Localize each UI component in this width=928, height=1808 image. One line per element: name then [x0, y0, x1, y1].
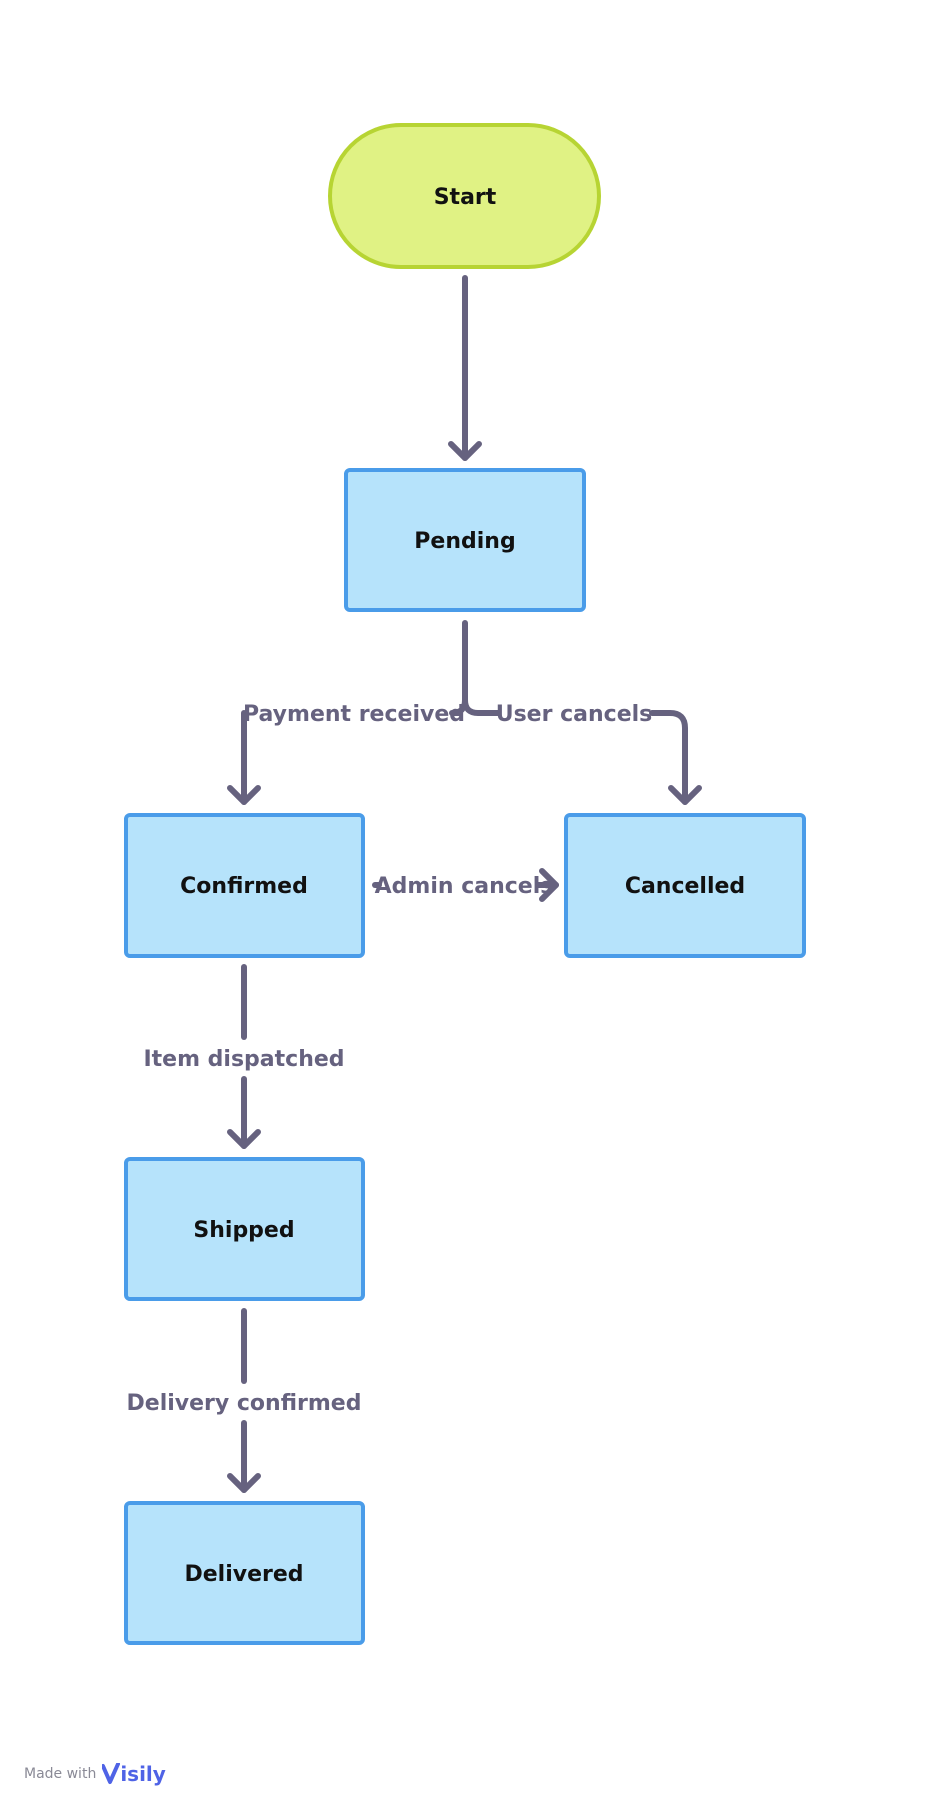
edge-pending-to-cancelled: User cancels — [462, 697, 702, 805]
edge-label-payment-received: Payment received — [243, 702, 465, 727]
made-with-footer[interactable]: Made with isily — [24, 1762, 166, 1786]
node-start[interactable]: Start — [328, 123, 601, 269]
edge-label-item-dispatched: Item dispatched — [143, 1047, 344, 1072]
node-label-start: Start — [434, 185, 497, 210]
brand-logo: isily — [102, 1762, 166, 1786]
brand-name: isily — [120, 1762, 166, 1786]
node-label-confirmed: Confirmed — [180, 874, 308, 899]
edge-confirmed-to-shipped: Item dispatched — [143, 964, 345, 1149]
edge-shipped-to-delivered: Delivery confirmed — [127, 1308, 362, 1493]
edge-start-to-pending — [448, 275, 482, 461]
node-shipped[interactable]: Shipped — [124, 1157, 365, 1301]
edge-label-user-cancels: User cancels — [496, 702, 653, 727]
made-with-text: Made with — [24, 1766, 97, 1782]
node-cancelled[interactable]: Cancelled — [564, 813, 806, 958]
node-label-shipped: Shipped — [193, 1218, 294, 1243]
brand-v-icon — [102, 1763, 121, 1784]
node-label-pending: Pending — [414, 529, 515, 554]
node-label-cancelled: Cancelled — [625, 874, 745, 899]
node-label-delivered: Delivered — [184, 1562, 303, 1587]
node-confirmed[interactable]: Confirmed — [124, 813, 365, 958]
edge-label-delivery-confirmed: Delivery confirmed — [127, 1391, 362, 1416]
edge-label-admin-cancels: Admin cancels — [375, 874, 554, 899]
edge-pending-to-confirmed: Payment received — [227, 620, 468, 805]
edge-confirmed-to-cancelled: Admin cancels — [372, 868, 559, 902]
node-pending[interactable]: Pending — [344, 468, 586, 612]
node-delivered[interactable]: Delivered — [124, 1501, 365, 1645]
